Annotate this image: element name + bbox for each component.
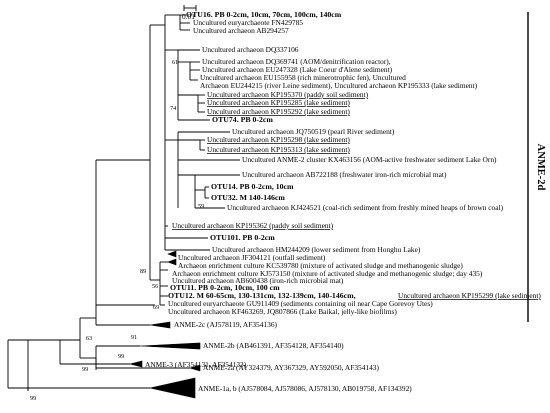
scale-bar: 0.01 [182,5,197,21]
tip-label: OTU74. PB 0-2cm [212,115,273,124]
scale-bar-label: 0.01 [182,12,195,21]
bootstrap-value: 56 [152,283,158,290]
tip-label: ANME-1a, b (AJ578084, AJ578086, AJ578130… [198,384,412,393]
tip-label: Uncultured archaeon KP195313 (lake sedim… [207,145,350,154]
tip-label: Uncultured archaeon HM244209 (lower sedi… [212,245,421,254]
tip-label: Uncultured archaeon JF304121 (outfall se… [178,253,326,262]
tip-label: Archaeon EU244215 (river Leine sediment)… [200,81,478,90]
bootstrap-value: 99 [118,353,124,360]
tip-label: Uncultured archaeon AB722188 (freshwater… [242,170,447,179]
tip-label: ANME-3 (AF354131, AF354133) [145,360,247,369]
bootstrap-value: 91 [131,334,137,341]
collapsed-clades [129,250,201,399]
bootstrap-value: 69 [153,304,159,311]
tip-label: OTU14. PB 0-2cm, 10cm [211,182,294,191]
clade-label: ANME-2d [535,144,546,191]
triangle-kc539780 [167,250,177,258]
tip-label: Uncultured ANME-2 cluster KX463156 (AOM-… [242,155,497,164]
bootstrap-values: 61 74 59 89 56 69 63 91 99 99 99 [30,59,204,402]
triangle-anme2b [139,342,201,350]
bootstrap-value: 89 [140,268,146,275]
tip-label: OTU12. M 60-65cm, 130-131cm, 132-139cm, … [168,291,356,300]
tip-label: Uncultured archaeon AB294257 [193,26,289,35]
tip-label: OTU32. M 140-146cm [211,193,285,202]
tip-label: Uncultured archaeon KP195285 (lake sedim… [207,98,350,107]
tip-label: OTU16. PB 0-2cm, 10cm, 70cm, 100cm, 140c… [186,10,342,19]
triangle-anme1 [149,377,196,399]
bootstrap-value: 61 [172,59,178,66]
tip-label: Uncultured euryarchaeote FN429785 [193,18,303,27]
tip-label: Archaeon enrichment culture KJ573150 (mi… [172,269,483,278]
tip-label: Uncultured archaeon JQ750519 (pearl Rive… [232,127,395,136]
tip-label: Uncultured archaeon KP195299 (lake sedim… [398,291,541,300]
triangle-anme2a [188,364,201,372]
triangle-kj573150 [167,258,177,266]
bootstrap-value: 99 [30,395,36,402]
triangle-anme3 [129,360,143,368]
tip-label: Uncultured archaeon KP195298 (lake sedim… [207,135,350,144]
tip-label: OTU101. PB 0-2cm [210,233,275,242]
tip-labels: OTU16. PB 0-2cm, 10cm, 70cm, 100cm, 140c… [145,10,541,393]
tip-label: Uncultured archaeon KP195292 (lake sedim… [207,107,350,116]
bootstrap-value: 74 [170,105,176,112]
tip-label: Uncultured archaeon KJ424521 (coal-rich … [227,203,504,212]
tip-label: ANME-2b (AB461391, AF354128, AF354140) [203,341,344,350]
tip-label: Uncultured archaeon KP195370 (paddy soil… [207,90,369,99]
tip-label: Uncultured archaeon DQ369741 (AOM/denitr… [202,57,391,66]
tip-label: ANME-2a (AY324379, AY367329, AY592050, A… [203,363,379,372]
tip-label: Uncultured archaeon EU247328 (Lake Coeur… [202,65,393,74]
tip-label: Uncultured archaeon AB600438 (iron-rich … [172,276,344,285]
bootstrap-value: 99 [82,366,88,373]
tip-label: ANME-2c (AJ578119, AF354136) [174,320,278,329]
tip-label: Uncultured archaeon EU155958 (rich miner… [200,73,406,82]
tip-label: Uncultured euryarchaeote GU911409 (sedim… [168,299,433,308]
tip-label: Archaeon enrichment culture KC539780 (mi… [178,261,463,270]
triangle-anme2c [149,321,171,329]
tip-label: Uncultured archaeon DQ337106 [202,45,299,54]
tip-label: Uncultured archaeon KF463269, JQ807866 (… [168,307,397,316]
tip-label: Uncultured archaeon KP195362 (paddy soil… [172,221,334,230]
tip-label: OTU11. PB 0-2cm, 10cm, 100 cm [170,283,280,292]
tree-branches [7,14,240,391]
clade-bracket: ANME-2d [527,12,546,322]
bootstrap-value: 59 [198,203,204,210]
bootstrap-value: 63 [86,335,92,342]
